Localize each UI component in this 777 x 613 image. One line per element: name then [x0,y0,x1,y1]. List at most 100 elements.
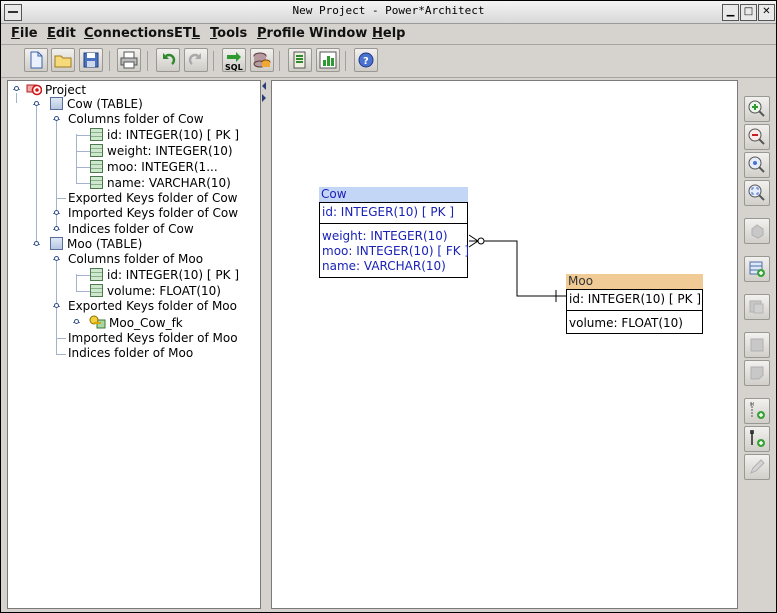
tree-expand-handle[interactable] [53,256,60,263]
moo-table-header[interactable]: Moo [566,274,703,289]
open-project-button[interactable] [51,48,75,72]
collapse-right-arrow-icon[interactable] [262,94,266,102]
tree-node-moo-imported-keys[interactable]: Imported Keys folder of Moo [68,331,238,345]
zoom-to-fit-button[interactable] [744,180,770,206]
tree-node-cow-column-weight[interactable]: weight: INTEGER(10) [90,144,233,159]
tree-node-project[interactable]: Project [26,82,86,97]
pk-divider [320,223,467,224]
tree-node-cow-column-id[interactable]: id: INTEGER(10) [ PK ] [90,128,239,143]
help-button[interactable]: ? [354,48,378,72]
playpen-toolbar [741,80,776,607]
create-table-button[interactable] [744,218,770,244]
tree-node-cow-exported-keys[interactable]: Exported Keys folder of Cow [68,191,238,205]
moo-pk-column[interactable]: id: INTEGER(10) [ PK ] [569,292,701,306]
collapse-left-arrow-icon[interactable] [262,82,266,90]
tree-node-cow-column-name[interactable]: name: VARCHAR(10) [90,176,231,191]
zoom-out-button[interactable] [744,124,770,150]
identifying-relationship-icon [750,430,765,447]
playpen-canvas[interactable]: Cow id: INTEGER(10) [ PK ] weight: INTEG… [271,80,738,609]
save-project-button[interactable] [79,48,103,72]
tree-node-cow-imported-keys[interactable]: Imported Keys folder of Cow [68,206,239,220]
relationship-connector[interactable] [272,81,737,608]
create-non-identifying-relationship-button[interactable] [744,398,770,424]
compare-dm-button[interactable] [250,48,274,72]
column-icon [90,144,103,157]
tree-node-moo-table[interactable]: Moo (TABLE) [50,237,142,252]
cow-column-name[interactable]: name: VARCHAR(10) [322,259,446,273]
minimize-button[interactable]: ▁ [722,4,739,21]
menu-connections[interactable]: Connections [84,26,175,41]
profile-button[interactable] [316,48,340,72]
sql-icon: SQL [225,52,243,72]
edit-table-button[interactable] [744,294,770,320]
print-button[interactable] [117,48,141,72]
split-pane-divider[interactable] [261,80,267,607]
toolbar-separator [345,51,346,71]
cow-table-box[interactable]: id: INTEGER(10) [ PK ] weight: INTEGER(1… [319,202,470,278]
tree-node-cow-indices[interactable]: Indices folder of Cow [68,222,194,236]
moo-table-box[interactable]: id: INTEGER(10) [ PK ] volume: FLOAT(10) [566,289,703,334]
redo-icon [188,53,201,65]
forward-engineer-sql-button[interactable]: SQL [222,48,246,72]
tree-guide [56,198,66,199]
tree-guide [36,103,37,245]
zoom-fit-icon [748,184,765,201]
maximize-button[interactable]: □ [740,4,757,21]
menu-etl[interactable]: ETL [174,26,201,41]
menu-window[interactable]: Window [309,26,368,41]
close-button[interactable]: ✕ [758,4,775,21]
edit-relationship-button[interactable] [744,454,770,480]
zoom-in-button[interactable] [744,96,770,122]
create-identifying-relationship-button[interactable] [744,426,770,452]
tree-guide [76,134,77,184]
project-tree[interactable]: Project Cow (TABLE) Columns folder of Co… [7,80,261,609]
delete-selected-button[interactable] [744,360,770,386]
menu-help[interactable]: Help [372,26,406,41]
tree-node-moo-column-volume[interactable]: volume: FLOAT(10) [90,284,221,299]
tree-expand-handle[interactable] [53,116,60,123]
tree-node-cow-column-moo[interactable]: moo: INTEGER(1... [90,160,218,175]
zoom-reset-icon [748,156,765,173]
cow-table-header[interactable]: Cow [319,187,468,202]
tree-expand-handle[interactable] [33,241,40,248]
export-csv-button[interactable] [288,48,312,72]
tree-node-moo-exported-keys[interactable]: Exported Keys folder of Moo [68,299,237,313]
tree-expand-handle[interactable] [13,86,20,93]
menu-edit[interactable]: Edit [47,26,76,41]
tree-node-moo-column-id[interactable]: id: INTEGER(10) [ PK ] [90,268,239,283]
relationship-key-icon [89,315,106,329]
menu-bar: File Edit Connections ETL Tools Profile … [1,24,776,45]
tree-expand-handle[interactable] [53,210,60,217]
export-icon [293,51,306,69]
toolbar-separator [279,51,280,71]
create-table-disabled-icon [751,224,764,239]
tree-node-moo-cow-fk[interactable]: Moo_Cow_fk [88,314,183,330]
edit-relationship-disabled-icon [750,459,765,474]
zoom-normal-button[interactable] [744,152,770,178]
insert-column-button[interactable] [744,256,770,282]
tree-expand-handle[interactable] [53,226,60,233]
save-disk-icon [83,52,99,68]
undo-icon [163,53,176,65]
tree-expand-handle[interactable] [53,303,60,310]
menu-profile[interactable]: Profile [257,26,305,41]
tree-expand-handle[interactable] [33,101,40,108]
tree-node-moo-columns-folder[interactable]: Columns folder of Moo [68,252,204,266]
tree-node-moo-indices[interactable]: Indices folder of Moo [68,346,194,360]
edit-column-button[interactable] [744,332,770,358]
cow-column-weight[interactable]: weight: INTEGER(10) [322,229,448,243]
tree-node-cow-table[interactable]: Cow (TABLE) [50,97,143,112]
tree-expand-handle[interactable] [73,319,80,326]
menu-tools[interactable]: Tools [210,26,248,41]
tree-guide [76,275,90,276]
moo-column-volume[interactable]: volume: FLOAT(10) [569,316,683,330]
new-project-button[interactable] [24,48,48,72]
cow-pk-column[interactable]: id: INTEGER(10) [ PK ] [322,205,454,219]
menu-file[interactable]: File [11,26,38,41]
window-menu-button[interactable] [4,4,22,21]
redo-button[interactable] [184,48,208,72]
tree-node-cow-columns-folder[interactable]: Columns folder of Cow [68,112,204,126]
delete-disabled-icon [750,366,764,380]
undo-button[interactable] [156,48,180,72]
cow-column-moo[interactable]: moo: INTEGER(10) [ FK ] [322,244,470,258]
